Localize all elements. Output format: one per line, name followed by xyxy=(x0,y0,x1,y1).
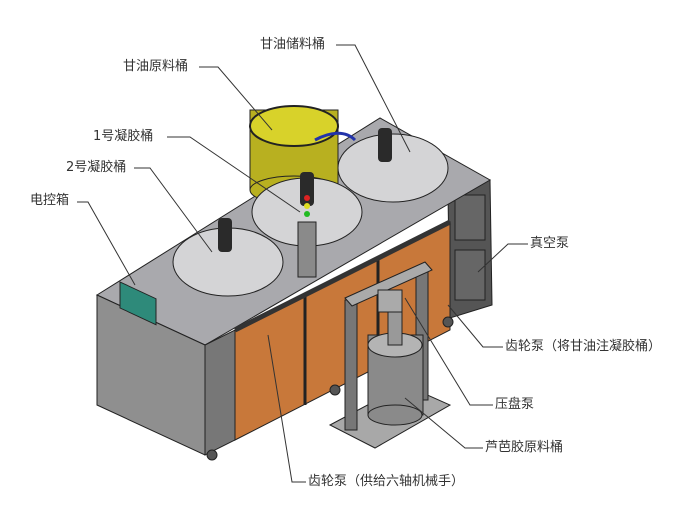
signal-light xyxy=(304,195,310,217)
caster-wheels xyxy=(206,316,454,461)
control-box-side xyxy=(204,329,236,456)
label-vacuum-pump: 真空泵 xyxy=(530,236,570,251)
label-gel-tank-2: 2号凝胶桶 xyxy=(66,160,127,175)
label-glycerin-raw-tank: 甘油原料桶 xyxy=(123,59,189,74)
label-press-plate-pump: 压盘泵 xyxy=(495,397,535,412)
label-gear-pump-glycerin: 齿轮泵（将甘油注凝胶桶） xyxy=(505,339,662,354)
label-gear-pump-robot: 齿轮泵（供给六轴机械手） xyxy=(308,474,465,489)
pipe-column xyxy=(297,221,317,278)
label-gel-tank-1: 1号凝胶桶 xyxy=(93,129,154,144)
leader-lines xyxy=(77,44,528,483)
label-control-box: 电控箱 xyxy=(30,193,70,208)
mixer-motors xyxy=(218,128,392,252)
label-glycerin-storage-tank: 甘油储料桶 xyxy=(260,37,326,52)
vacuum-pump-grille xyxy=(454,194,486,301)
touch-screen xyxy=(119,281,157,326)
press-plate-pump-drawing xyxy=(328,261,452,449)
label-aloe-gel-raw-tank: 芦芭胶原料桶 xyxy=(485,440,564,455)
